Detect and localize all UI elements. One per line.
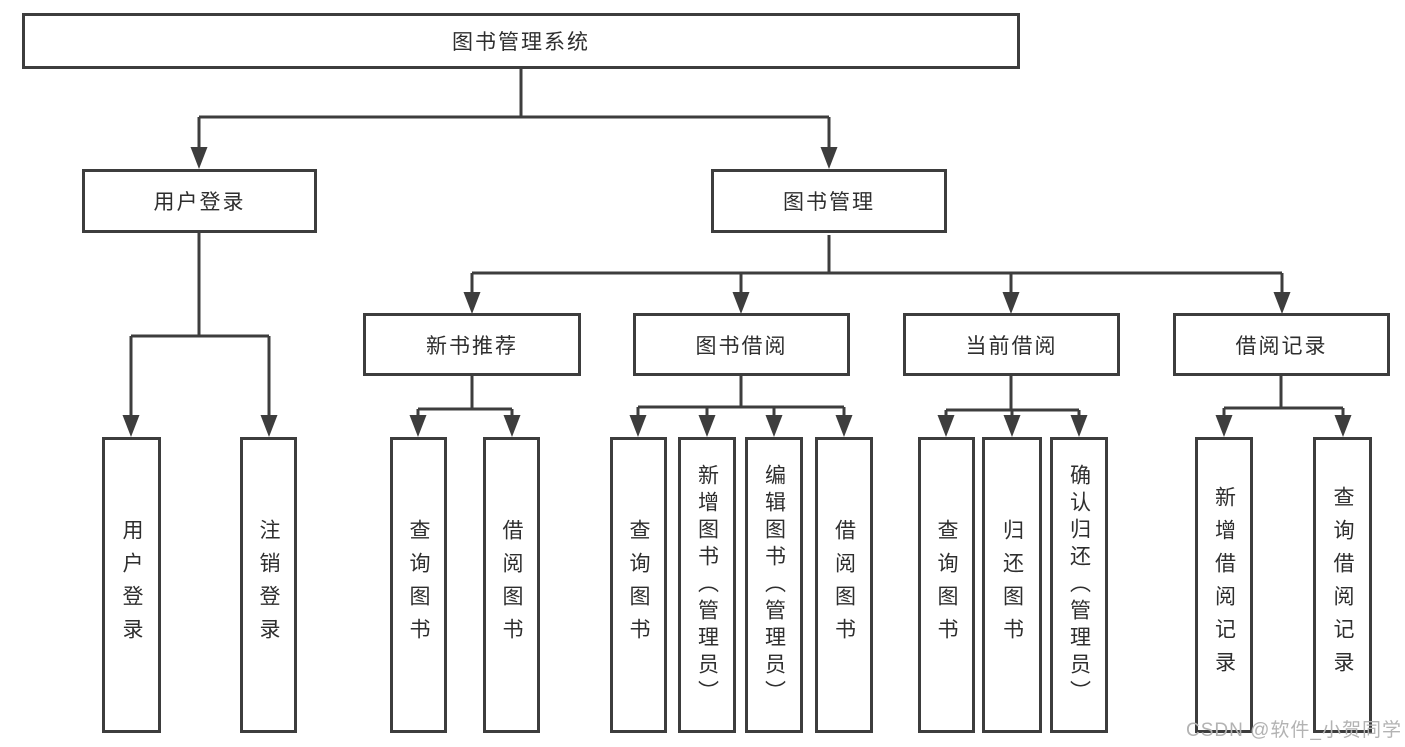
leaf-add-book-admin: 新增图书（管理员） (678, 437, 736, 733)
node-label: 用户登录 (120, 519, 143, 651)
node-label: 查询图书 (935, 519, 958, 651)
leaf-query-book-2: 查询图书 (610, 437, 667, 733)
node-borrow-record: 借阅记录 (1173, 313, 1390, 376)
leaf-add-borrow-record: 新增借阅记录 (1195, 437, 1253, 733)
node-label: 用户登录 (153, 191, 246, 214)
leaf-borrow-book-2: 借阅图书 (815, 437, 873, 733)
node-label: 图书借阅 (695, 334, 788, 358)
node-label: 新书推荐 (426, 334, 518, 358)
node-label: 图书管理 (783, 191, 875, 214)
node-label: 查询图书 (627, 519, 650, 651)
leaf-query-borrow-record: 查询借阅记录 (1313, 437, 1372, 733)
leaf-query-book-1: 查询图书 (390, 437, 447, 733)
node-label: 借阅图书 (832, 519, 856, 651)
leaf-confirm-return-admin: 确认归还（管理员） (1050, 437, 1108, 733)
node-label: 当前借阅 (965, 334, 1058, 358)
node-label: 确认归还（管理员） (1067, 463, 1091, 707)
node-new-book-recommend: 新书推荐 (363, 313, 581, 376)
node-label: 借阅记录 (1235, 334, 1328, 358)
leaf-edit-book-admin: 编辑图书（管理员） (745, 437, 803, 733)
node-label: 新增图书（管理员） (695, 463, 719, 707)
leaf-user-login: 用户登录 (102, 437, 161, 733)
node-label: 查询借阅记录 (1331, 486, 1354, 684)
csdn-watermark: CSDN @软件_小贺同学 (1186, 720, 1402, 741)
node-book-management: 图书管理 (711, 169, 947, 233)
leaf-logout: 注销登录 (240, 437, 297, 733)
node-label: 编辑图书（管理员） (762, 463, 786, 707)
node-user-login: 用户登录 (82, 169, 317, 233)
leaf-query-book-3: 查询图书 (918, 437, 975, 733)
node-label: 注销登录 (257, 519, 280, 651)
leaf-borrow-book-1: 借阅图书 (483, 437, 540, 733)
node-label: 查询图书 (407, 519, 430, 651)
node-label: 新增借阅记录 (1212, 486, 1236, 684)
node-library-management-system: 图书管理系统 (22, 13, 1020, 69)
node-label: 借阅图书 (500, 519, 523, 651)
node-book-borrow: 图书借阅 (633, 313, 850, 376)
node-label: 归还图书 (1000, 519, 1024, 651)
leaf-return-book: 归还图书 (982, 437, 1042, 733)
node-current-borrow: 当前借阅 (903, 313, 1120, 376)
node-label: 图书管理系统 (452, 31, 590, 54)
